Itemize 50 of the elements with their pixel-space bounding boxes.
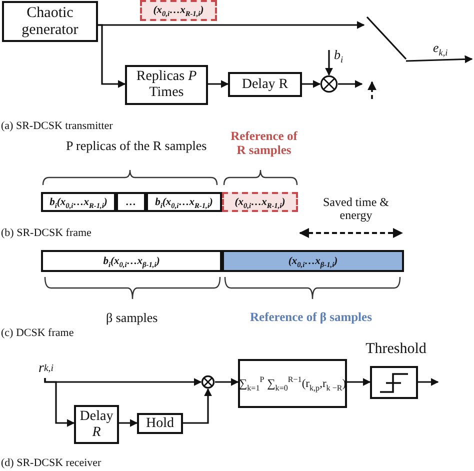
arrow <box>347 378 371 386</box>
frame-label: b$_{i}$(x$_{0,i}$…x$_{β-1,i}$) <box>103 256 160 266</box>
box-label: Delay R <box>242 76 288 92</box>
arrow <box>418 378 439 386</box>
process-box <box>228 72 302 97</box>
frame-segment <box>222 192 298 212</box>
formula-box <box>238 359 347 408</box>
process-box <box>137 413 183 434</box>
caption-text: β samples <box>106 311 158 326</box>
caption-text: P replicas of the R samples <box>66 139 207 154</box>
switch-symbol <box>364 15 408 61</box>
arrow <box>325 50 333 76</box>
edge-label: b$_{i}$ <box>334 48 344 61</box>
box-label: Delay R <box>78 408 114 440</box>
arrow <box>183 388 212 424</box>
arrow <box>215 378 239 386</box>
frame-label: (x$_{0,i}$…x$_{β-1,i}$) <box>288 256 338 266</box>
box-label: Hold <box>146 416 174 432</box>
frame-segment <box>222 250 404 272</box>
caption-text: Reference of R samples <box>230 130 298 158</box>
box-label: Replicas P Times <box>135 69 198 101</box>
arrow <box>406 55 473 64</box>
multiplier-symbol <box>201 375 215 389</box>
arrow <box>119 419 138 427</box>
frame-segment <box>146 192 222 212</box>
frame-label: b$_{i}$(x$_{0,i}$…x$_{R-1,i}$) <box>50 196 108 208</box>
caption-text: (b) SR-DCSK frame <box>1 227 92 240</box>
caption-text: (d) SR-DCSK receiver <box>1 457 102 470</box>
caption-text: (c) DCSK frame <box>1 327 74 340</box>
arrow <box>44 378 75 427</box>
arrow <box>338 80 363 88</box>
caption-text: (a) SR-DCSK transmitter <box>1 120 113 132</box>
caption-text: Reference of β samples <box>250 311 372 325</box>
multiplier-symbol <box>320 75 338 93</box>
frame-segment <box>41 192 116 212</box>
arrow <box>302 80 321 88</box>
arrow <box>98 24 126 88</box>
box-heading: Threshold <box>364 341 428 358</box>
caption-text: Saved time & energy <box>322 196 390 222</box>
frame-label: (x$_{0,i}$…x$_{R-1,i}$) <box>234 196 286 208</box>
process-box <box>125 65 208 105</box>
process-box <box>2 1 98 42</box>
box-label: Chaotic generator <box>20 4 80 38</box>
arrow <box>208 80 229 88</box>
frame-label: … <box>126 196 136 208</box>
frame-label: (x$_{0,i}$…x$_{R-1,i}$) <box>153 5 204 16</box>
frame-segment <box>116 192 146 212</box>
frame-segment <box>41 250 222 272</box>
frame-label: b$_{i}$(x$_{0,i}$…x$_{R-1,i}$) <box>155 196 213 208</box>
signal-box <box>140 0 217 21</box>
